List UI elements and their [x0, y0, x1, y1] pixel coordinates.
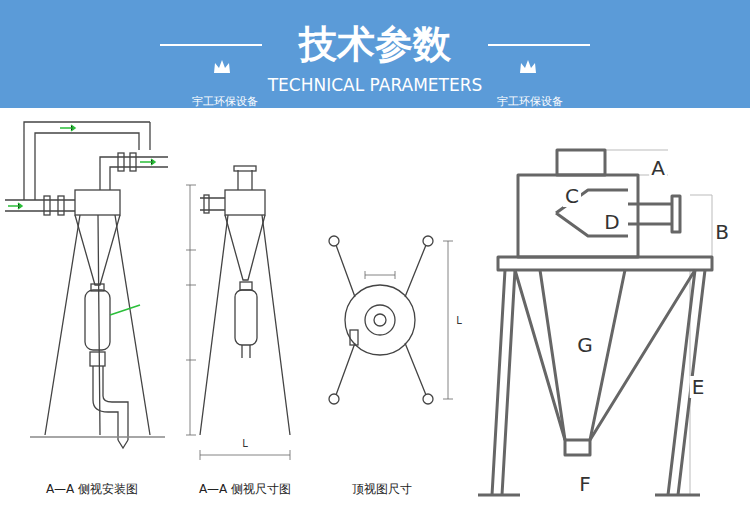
flow-arrows [8, 125, 155, 315]
part-letter: C [563, 185, 581, 207]
part-letter: D [602, 211, 621, 233]
dimension-letter: A [649, 157, 667, 179]
subtitle: TECHNICAL PARAMETERS [268, 76, 483, 95]
dimension-letter: G [575, 334, 595, 356]
page-title: 技术参数 [299, 24, 451, 66]
header-banner [0, 0, 750, 108]
top-dimension-lines [365, 241, 453, 399]
dimension-letter: L [240, 438, 250, 449]
view-caption: 顶视图尺寸 [352, 483, 412, 496]
dimension-lines [186, 185, 290, 460]
dimension-view [200, 166, 290, 435]
view-caption: A—A 侧视安装图 [46, 483, 138, 496]
dimension-letter: E [690, 376, 707, 398]
watermark: 宇工环保设备 [497, 96, 563, 108]
letter-dimension-lines [605, 150, 712, 495]
watermark: 宇工环保设备 [192, 96, 258, 108]
top-view [329, 236, 433, 404]
dimension-letter: B [713, 221, 731, 243]
dimension-letter: F [577, 473, 593, 495]
dimension-letter: L [454, 315, 464, 326]
view-caption: A—A 侧视尺寸图 [199, 483, 291, 496]
cyclone-outline [478, 150, 712, 495]
install-view [5, 122, 168, 448]
